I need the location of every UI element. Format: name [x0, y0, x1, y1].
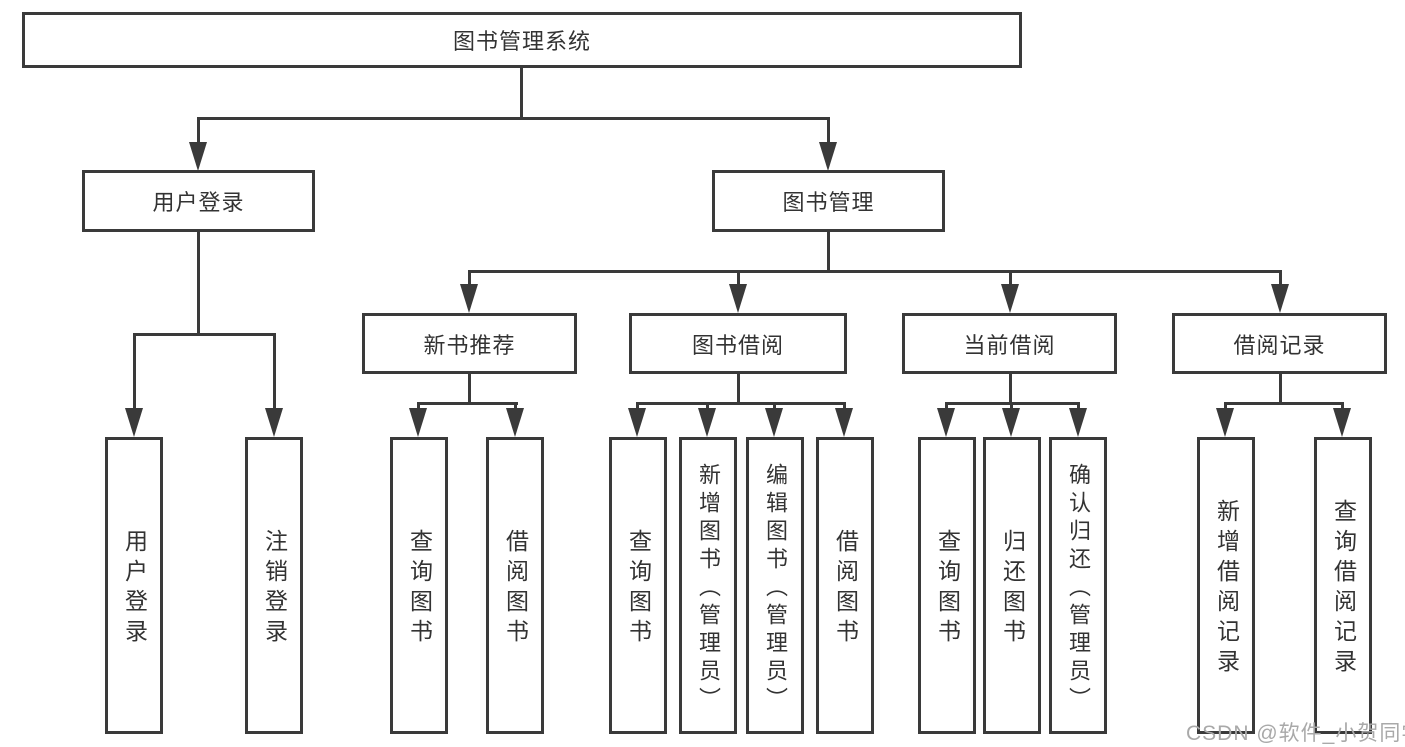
leaf-query-books-borrowing: 查询图书	[609, 437, 667, 734]
leaf-query-books-recommend: 查询图书	[390, 437, 448, 734]
connector-line	[1341, 402, 1344, 410]
connector-line	[417, 402, 420, 410]
node-label: 用户登录	[152, 190, 245, 215]
node-label: 归还图书	[999, 529, 1026, 649]
connector-line	[706, 402, 709, 410]
connector-line	[737, 270, 740, 286]
node-label: 注销登录	[261, 529, 288, 649]
connector-line	[133, 333, 275, 336]
connector-line	[636, 402, 639, 410]
connector-line	[1010, 402, 1013, 410]
node-library-management-system: 图书管理系统	[22, 12, 1022, 68]
leaf-borrow-books-recommend: 借阅图书	[486, 437, 544, 734]
arrowhead-down-icon	[1271, 284, 1289, 313]
leaf-user-login: 用户登录	[105, 437, 163, 734]
node-label: 当前借阅	[963, 332, 1056, 358]
leaf-return-books: 归还图书	[983, 437, 1041, 734]
connector-line	[1279, 270, 1282, 286]
arrowhead-down-icon	[698, 408, 716, 437]
connector-line	[468, 374, 471, 405]
connector-line	[468, 270, 471, 286]
connector-line	[1077, 402, 1080, 410]
node-label: 查询图书	[406, 529, 433, 649]
connector-line	[514, 402, 517, 410]
connector-line	[737, 374, 740, 405]
connector-line	[197, 232, 200, 335]
leaf-add-books-admin: 新增图书（管理员）	[679, 437, 737, 734]
connector-line	[1009, 374, 1012, 405]
arrowhead-down-icon	[125, 408, 143, 437]
arrowhead-down-icon	[506, 408, 524, 437]
node-label: 图书借阅	[691, 332, 784, 358]
node-current-borrowing: 当前借阅	[902, 313, 1117, 374]
node-label: 新增借阅记录	[1213, 499, 1240, 679]
leaf-edit-books-admin: 编辑图书（管理员）	[746, 437, 804, 734]
connector-line	[197, 117, 200, 144]
connector-line	[773, 402, 776, 410]
connector-line	[843, 402, 846, 410]
connector-line	[1279, 374, 1282, 405]
node-label: 图书管理	[782, 190, 875, 215]
arrowhead-down-icon	[189, 142, 207, 171]
node-book-borrowing: 图书借阅	[629, 313, 847, 374]
node-borrowing-records: 借阅记录	[1172, 313, 1387, 374]
arrowhead-down-icon	[628, 408, 646, 437]
node-label: 确认归还（管理员）	[1066, 463, 1091, 715]
node-label: 新书推荐	[423, 332, 516, 358]
connector-line	[636, 402, 846, 405]
arrowhead-down-icon	[1002, 408, 1020, 437]
node-label: 借阅图书	[832, 529, 859, 649]
arrowhead-down-icon	[409, 408, 427, 437]
arrowhead-down-icon	[729, 284, 747, 313]
connector-line	[468, 270, 1282, 273]
connector-line	[1224, 402, 1344, 405]
connector-line	[827, 117, 830, 144]
node-user-login-branch: 用户登录	[82, 170, 315, 232]
node-book-management-branch: 图书管理	[712, 170, 945, 232]
leaf-add-borrow-record: 新增借阅记录	[1197, 437, 1255, 734]
node-label: 查询图书	[625, 529, 652, 649]
node-new-book-recommend: 新书推荐	[362, 313, 577, 374]
connector-line	[417, 402, 518, 405]
connector-line	[1224, 402, 1227, 410]
arrowhead-down-icon	[835, 408, 853, 437]
arrowhead-down-icon	[937, 408, 955, 437]
node-label: 借阅记录	[1233, 332, 1326, 358]
node-label: 新增图书（管理员）	[696, 463, 721, 715]
node-label: 编辑图书（管理员）	[763, 463, 788, 715]
connector-line	[520, 68, 523, 119]
node-label: 用户登录	[121, 529, 148, 649]
node-label: 图书管理系统	[452, 29, 591, 54]
node-label: 查询图书	[934, 529, 961, 649]
leaf-borrow-books: 借阅图书	[816, 437, 874, 734]
connector-line	[1009, 270, 1012, 286]
arrowhead-down-icon	[765, 408, 783, 437]
csdn-watermark: CSDN @软件_小贺同学	[1186, 722, 1405, 745]
arrowhead-down-icon	[265, 408, 283, 437]
arrowhead-down-icon	[460, 284, 478, 313]
leaf-confirm-return-admin: 确认归还（管理员）	[1049, 437, 1107, 734]
connector-line	[197, 117, 830, 120]
leaf-query-books-current: 查询图书	[918, 437, 976, 734]
arrowhead-down-icon	[1069, 408, 1087, 437]
arrowhead-down-icon	[819, 142, 837, 171]
arrowhead-down-icon	[1216, 408, 1234, 437]
node-label: 查询借阅记录	[1330, 499, 1357, 679]
node-label: 借阅图书	[502, 529, 529, 649]
connector-line	[945, 402, 948, 410]
leaf-query-borrow-record: 查询借阅记录	[1314, 437, 1372, 734]
leaf-logout: 注销登录	[245, 437, 303, 734]
connector-line	[273, 333, 276, 410]
arrowhead-down-icon	[1333, 408, 1351, 437]
connector-line	[827, 232, 830, 272]
arrowhead-down-icon	[1001, 284, 1019, 313]
connector-line	[133, 333, 136, 410]
